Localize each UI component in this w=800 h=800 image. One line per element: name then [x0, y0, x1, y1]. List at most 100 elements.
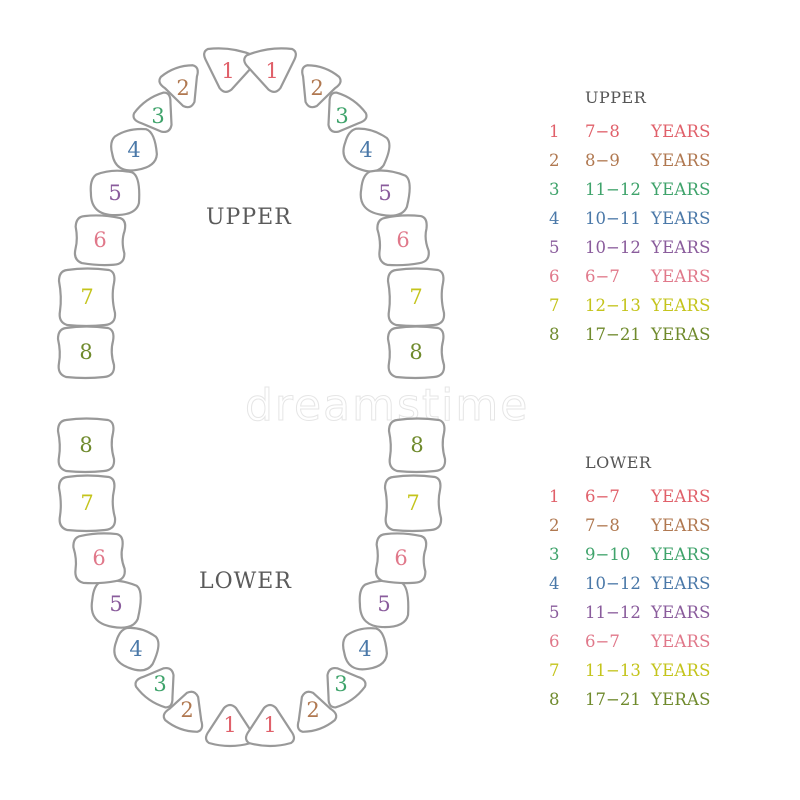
tooth-number: 7 [80, 491, 94, 515]
tooth-number: 8 [409, 340, 423, 364]
legend-age-range: 9−10 [585, 545, 631, 564]
tooth-outline-icon [374, 532, 428, 585]
upper-tooth-left-8: 8 [50, 319, 122, 385]
tooth-outline-icon [56, 417, 116, 474]
legend-row: 3 11−12 YEARS [545, 175, 711, 204]
lower-tooth-left-8: 8 [50, 411, 122, 479]
tooth-outline-icon [326, 666, 367, 709]
tooth-number: 3 [334, 672, 348, 696]
legend-unit: YEARS [651, 180, 711, 199]
tooth-outline-icon [72, 532, 126, 585]
upper-tooth-left-1: 1 [193, 42, 263, 100]
tooth-number: 4 [359, 138, 373, 162]
legend-tooth-number: 3 [549, 180, 560, 199]
legend-tooth-number: 4 [549, 574, 560, 593]
legend-unit: YEARS [651, 487, 711, 506]
lower-tooth-left-6: 6 [66, 526, 132, 590]
tooth-outline-icon [383, 474, 443, 533]
legend-tooth-number: 8 [549, 690, 560, 709]
legend-age-range: 10−12 [585, 574, 641, 593]
upper-tooth-right-7: 7 [380, 261, 452, 333]
upper-tooth-left-6: 6 [67, 208, 133, 272]
legend-age-range: 6−7 [585, 267, 620, 286]
tooth-number: 1 [221, 59, 235, 83]
tooth-number: 2 [310, 76, 324, 100]
legend-row: 6 6−7 YEARS [545, 627, 711, 656]
tooth-number: 5 [108, 181, 122, 205]
upper-tooth-left-4: 4 [103, 122, 165, 178]
upper-tooth-right-5: 5 [352, 163, 418, 223]
tooth-outline-icon [57, 267, 117, 328]
legend-tooth-number: 7 [549, 661, 560, 680]
lower-tooth-right-2: 2 [284, 683, 342, 737]
tooth-number: 7 [80, 285, 94, 309]
tooth-number: 6 [396, 228, 410, 252]
tooth-number: 7 [406, 491, 420, 515]
upper-tooth-left-3: 3 [128, 90, 188, 142]
upper-tooth-left-2: 2 [154, 60, 212, 116]
legend-unit: YEARS [651, 296, 711, 315]
legend-tooth-number: 8 [549, 325, 560, 344]
tooth-outline-icon [243, 47, 297, 93]
lower-tooth-right-8: 8 [381, 411, 453, 479]
legend-tooth-number: 7 [549, 296, 560, 315]
tooth-outline-icon [57, 474, 117, 533]
legend-age-range: 10−11 [585, 209, 641, 228]
legend-row: 4 10−12 YEARS [545, 569, 711, 598]
tooth-outline-icon [359, 169, 411, 217]
lower-tooth-left-5: 5 [83, 573, 149, 635]
legend-tooth-number: 4 [549, 209, 560, 228]
tooth-outline-icon [158, 64, 199, 109]
lower-arch-label: LOWER [199, 569, 292, 594]
tooth-outline-icon [376, 214, 430, 267]
legend-unit: YEARS [651, 632, 711, 651]
tooth-outline-icon [89, 169, 141, 217]
upper-tooth-left-5: 5 [82, 163, 148, 223]
legend-age-range: 10−12 [585, 238, 641, 257]
legend-unit: YEARS [651, 574, 711, 593]
tooth-outline-icon [203, 47, 257, 93]
tooth-number: 6 [394, 546, 408, 570]
tooth-number: 8 [79, 340, 93, 364]
legend-unit: YEARS [651, 603, 711, 622]
legend-age-range: 6−7 [585, 632, 620, 651]
legend-tooth-number: 2 [549, 516, 560, 535]
legend-tooth-number: 1 [549, 487, 560, 506]
upper-tooth-left-7: 7 [51, 261, 123, 333]
tooth-number: 6 [92, 546, 106, 570]
tooth-outline-icon [386, 325, 446, 380]
legend-tooth-number: 5 [549, 238, 560, 257]
tooth-outline-icon [296, 690, 338, 733]
tooth-outline-icon [113, 626, 160, 672]
tooth-number: 6 [93, 228, 107, 252]
tooth-number: 4 [127, 138, 141, 162]
legend-age-range: 8−9 [585, 151, 620, 170]
legend-tooth-number: 6 [549, 632, 560, 651]
legend-age-range: 7−8 [585, 516, 620, 535]
legend-unit: YEARS [651, 516, 711, 535]
tooth-outline-icon [387, 417, 447, 474]
legend-age-range: 6−7 [585, 487, 620, 506]
tooth-outline-icon [244, 703, 296, 748]
tooth-number: 1 [223, 713, 237, 737]
tooth-number: 3 [153, 672, 167, 696]
upper-tooth-right-6: 6 [370, 208, 436, 272]
lower-tooth-left-7: 7 [51, 468, 123, 538]
legend-age-range: 11−12 [585, 180, 641, 199]
tooth-number: 3 [151, 104, 165, 128]
lower-tooth-right-6: 6 [368, 526, 434, 590]
tooth-outline-icon [90, 579, 142, 629]
tooth-number: 4 [358, 637, 372, 661]
legend-unit: YEARS [651, 151, 711, 170]
lower-tooth-right-4: 4 [335, 621, 395, 677]
tooth-number: 7 [409, 285, 423, 309]
